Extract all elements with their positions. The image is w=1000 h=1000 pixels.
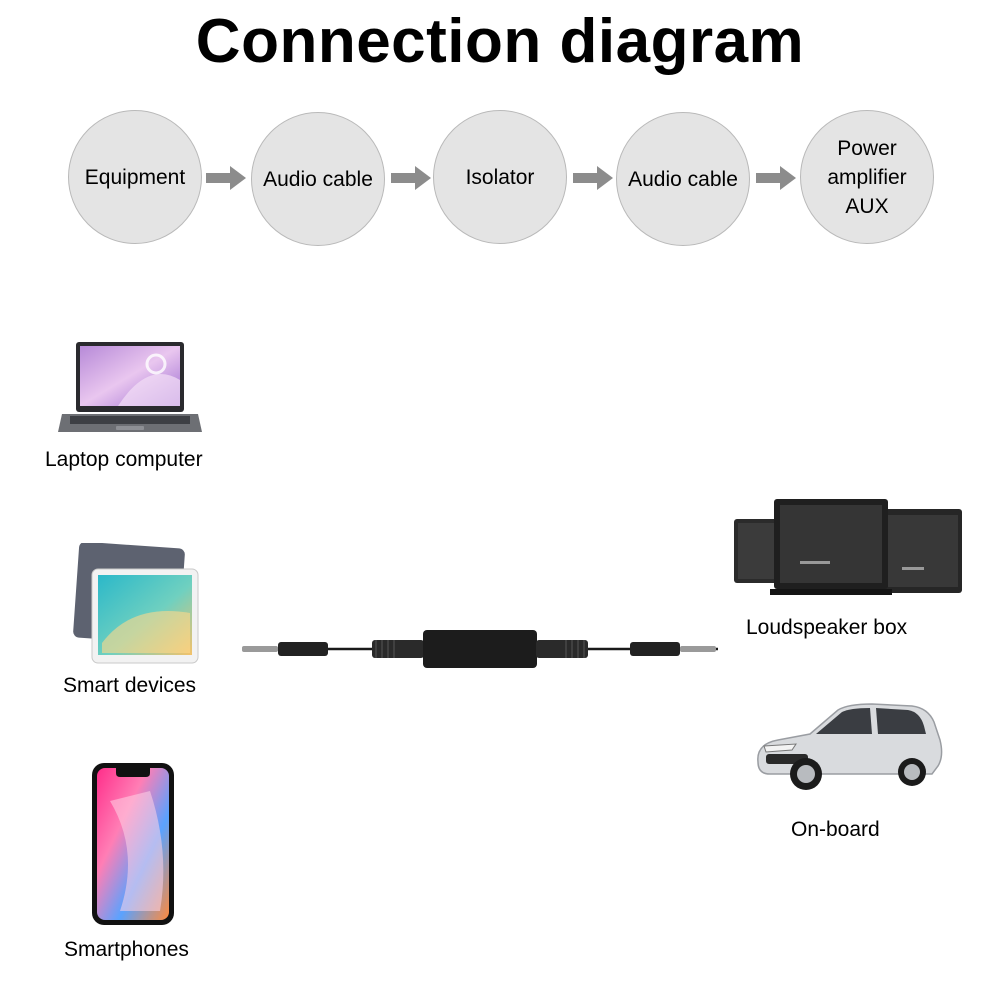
tablet-icon — [73, 543, 199, 664]
laptop-icon — [58, 342, 202, 432]
arrow-right-icon — [756, 166, 796, 190]
source-label-laptop: Laptop computer — [45, 448, 203, 471]
flow-node-audio-cable-2: Audio cable — [616, 112, 750, 246]
source-label-smart-devices: Smart devices — [63, 674, 197, 697]
car-icon — [757, 703, 943, 790]
arrow-right-icon — [206, 166, 246, 190]
isolator-cable-icon — [242, 630, 718, 668]
flow-diagram: Equipment Audio cable Isolator Audio cab… — [0, 0, 1000, 260]
flow-node-power-amplifier: Power amplifier AUX — [800, 110, 934, 244]
flow-node-audio-cable-1: Audio cable — [251, 112, 385, 246]
page-title: Connection diagram — [195, 7, 805, 76]
output-label-loudspeaker: Loudspeaker box — [746, 616, 908, 639]
flow-node-equipment: Equipment — [68, 110, 202, 244]
source-label-smartphones: Smartphones — [64, 938, 189, 961]
smartphone-icon — [92, 763, 174, 925]
arrow-right-icon — [391, 166, 431, 190]
speaker-icon — [734, 499, 962, 595]
arrow-right-icon — [573, 166, 613, 190]
output-label-on-board: On-board — [791, 818, 880, 841]
flow-node-isolator: Isolator — [433, 110, 567, 244]
